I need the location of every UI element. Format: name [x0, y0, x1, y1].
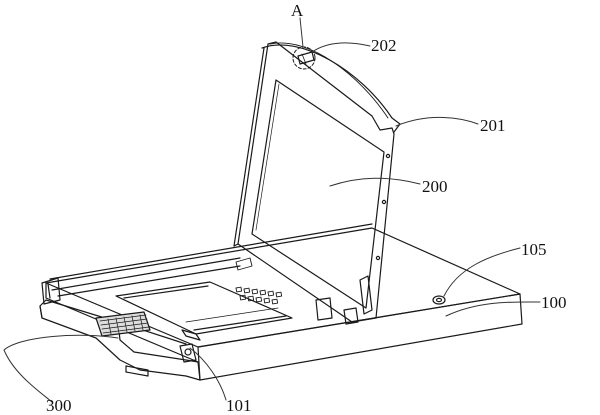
leader-lines	[3, 17, 541, 403]
keyboard-tray	[39, 299, 201, 381]
label-300: 300	[46, 396, 72, 415]
label-100: 100	[541, 293, 567, 312]
hinge	[315, 275, 373, 325]
keyboard-panel	[115, 257, 293, 341]
label-105: 105	[521, 240, 547, 259]
view-label-a: A	[291, 1, 304, 20]
detail-circle	[292, 46, 316, 70]
indicator-light	[432, 295, 446, 305]
left-rail	[41, 277, 61, 305]
label-200: 200	[422, 177, 448, 196]
lid-frame	[233, 41, 401, 323]
label-202: 202	[371, 36, 397, 55]
label-201: 201	[480, 116, 506, 135]
screen	[251, 79, 385, 309]
label-101: 101	[226, 396, 252, 415]
base-housing	[45, 223, 523, 381]
